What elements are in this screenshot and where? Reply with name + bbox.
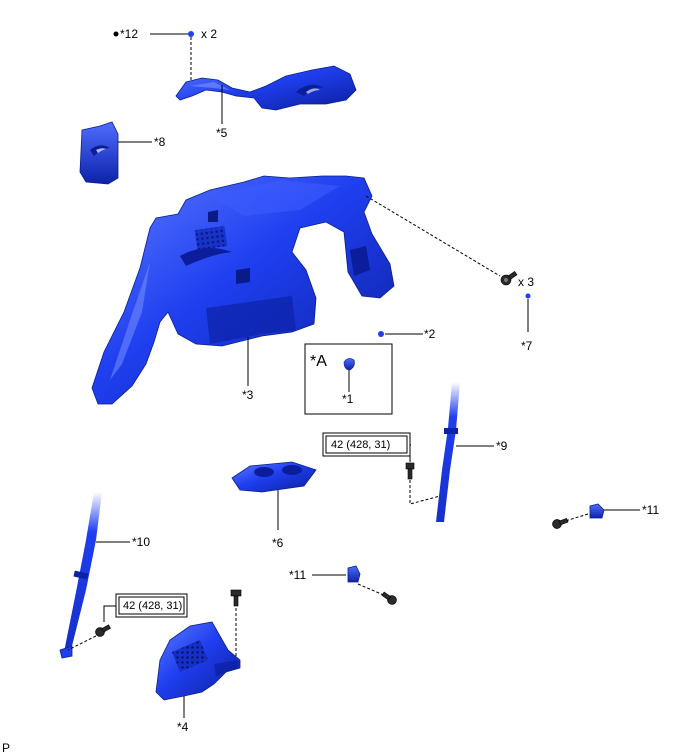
part-8-bracket: *8 <box>79 121 166 185</box>
label-part-11-lower: *11 <box>289 568 306 582</box>
label-part-9: *9 <box>496 439 508 453</box>
label-part-6: *6 <box>272 536 284 550</box>
part-7-bolt-group: x 3 *7 <box>500 271 534 353</box>
detail-label-a: *A <box>310 353 327 370</box>
torque-value-part-10: 42 (428, 31) <box>123 600 182 612</box>
bolt-part-7 <box>500 271 518 286</box>
bolt-part-9 <box>405 462 415 480</box>
part-2-clip: *2 <box>378 327 436 341</box>
part-6-cupholder: *6 <box>231 461 317 550</box>
bolt-part-11-right <box>552 517 569 529</box>
torque-spec-part-9: 42 (428, 31) <box>322 432 441 505</box>
label-part-3: *3 <box>242 388 254 402</box>
detail-box-a: *A *1 <box>304 343 393 415</box>
install-guide-dashed <box>67 635 97 651</box>
part-1-clip <box>343 358 355 371</box>
part-3-quarter-trim: *3 <box>91 175 395 405</box>
part-12-group: *12 x 2 <box>113 27 217 80</box>
install-guide-dashed <box>409 480 441 505</box>
quantity-part-12: x 2 <box>201 27 217 41</box>
torque-value-part-9: 42 (428, 31) <box>331 439 390 451</box>
label-part-10: *10 <box>132 535 150 549</box>
label-part-12: *12 <box>120 27 138 41</box>
install-guide-dashed <box>357 583 387 597</box>
label-part-5: *5 <box>216 126 228 140</box>
bolt-part-11-lower <box>381 591 397 605</box>
label-part-2: *2 <box>424 327 436 341</box>
bolt-part-10 <box>95 624 111 637</box>
part-10-seat-belt: *10 <box>59 492 150 659</box>
part-11-bracket-right: *11 <box>552 503 659 529</box>
part-5-upper-trim: *5 <box>175 65 357 140</box>
install-guide-dashed <box>365 195 501 277</box>
part-9-seat-belt: *9 <box>436 382 508 522</box>
clip-part-7 <box>525 293 531 299</box>
label-part-1: *1 <box>342 392 354 406</box>
clip-part-12 <box>188 31 194 37</box>
label-part-8: *8 <box>154 135 166 149</box>
torque-spec-part-10: 42 (428, 31) <box>67 593 188 651</box>
detail-frame <box>304 343 393 415</box>
part-4-lower-trim: *4 <box>155 589 242 734</box>
label-part-11-right: *11 <box>642 503 659 517</box>
quantity-part-7: x 3 <box>518 275 534 289</box>
diagram-code: P <box>2 741 10 755</box>
label-part-4: *4 <box>177 720 189 734</box>
reference-dot-icon <box>113 31 119 37</box>
bolt-part-4 <box>230 589 242 607</box>
part-11-bracket-lower: *11 <box>289 565 397 605</box>
label-part-7: *7 <box>521 339 533 353</box>
